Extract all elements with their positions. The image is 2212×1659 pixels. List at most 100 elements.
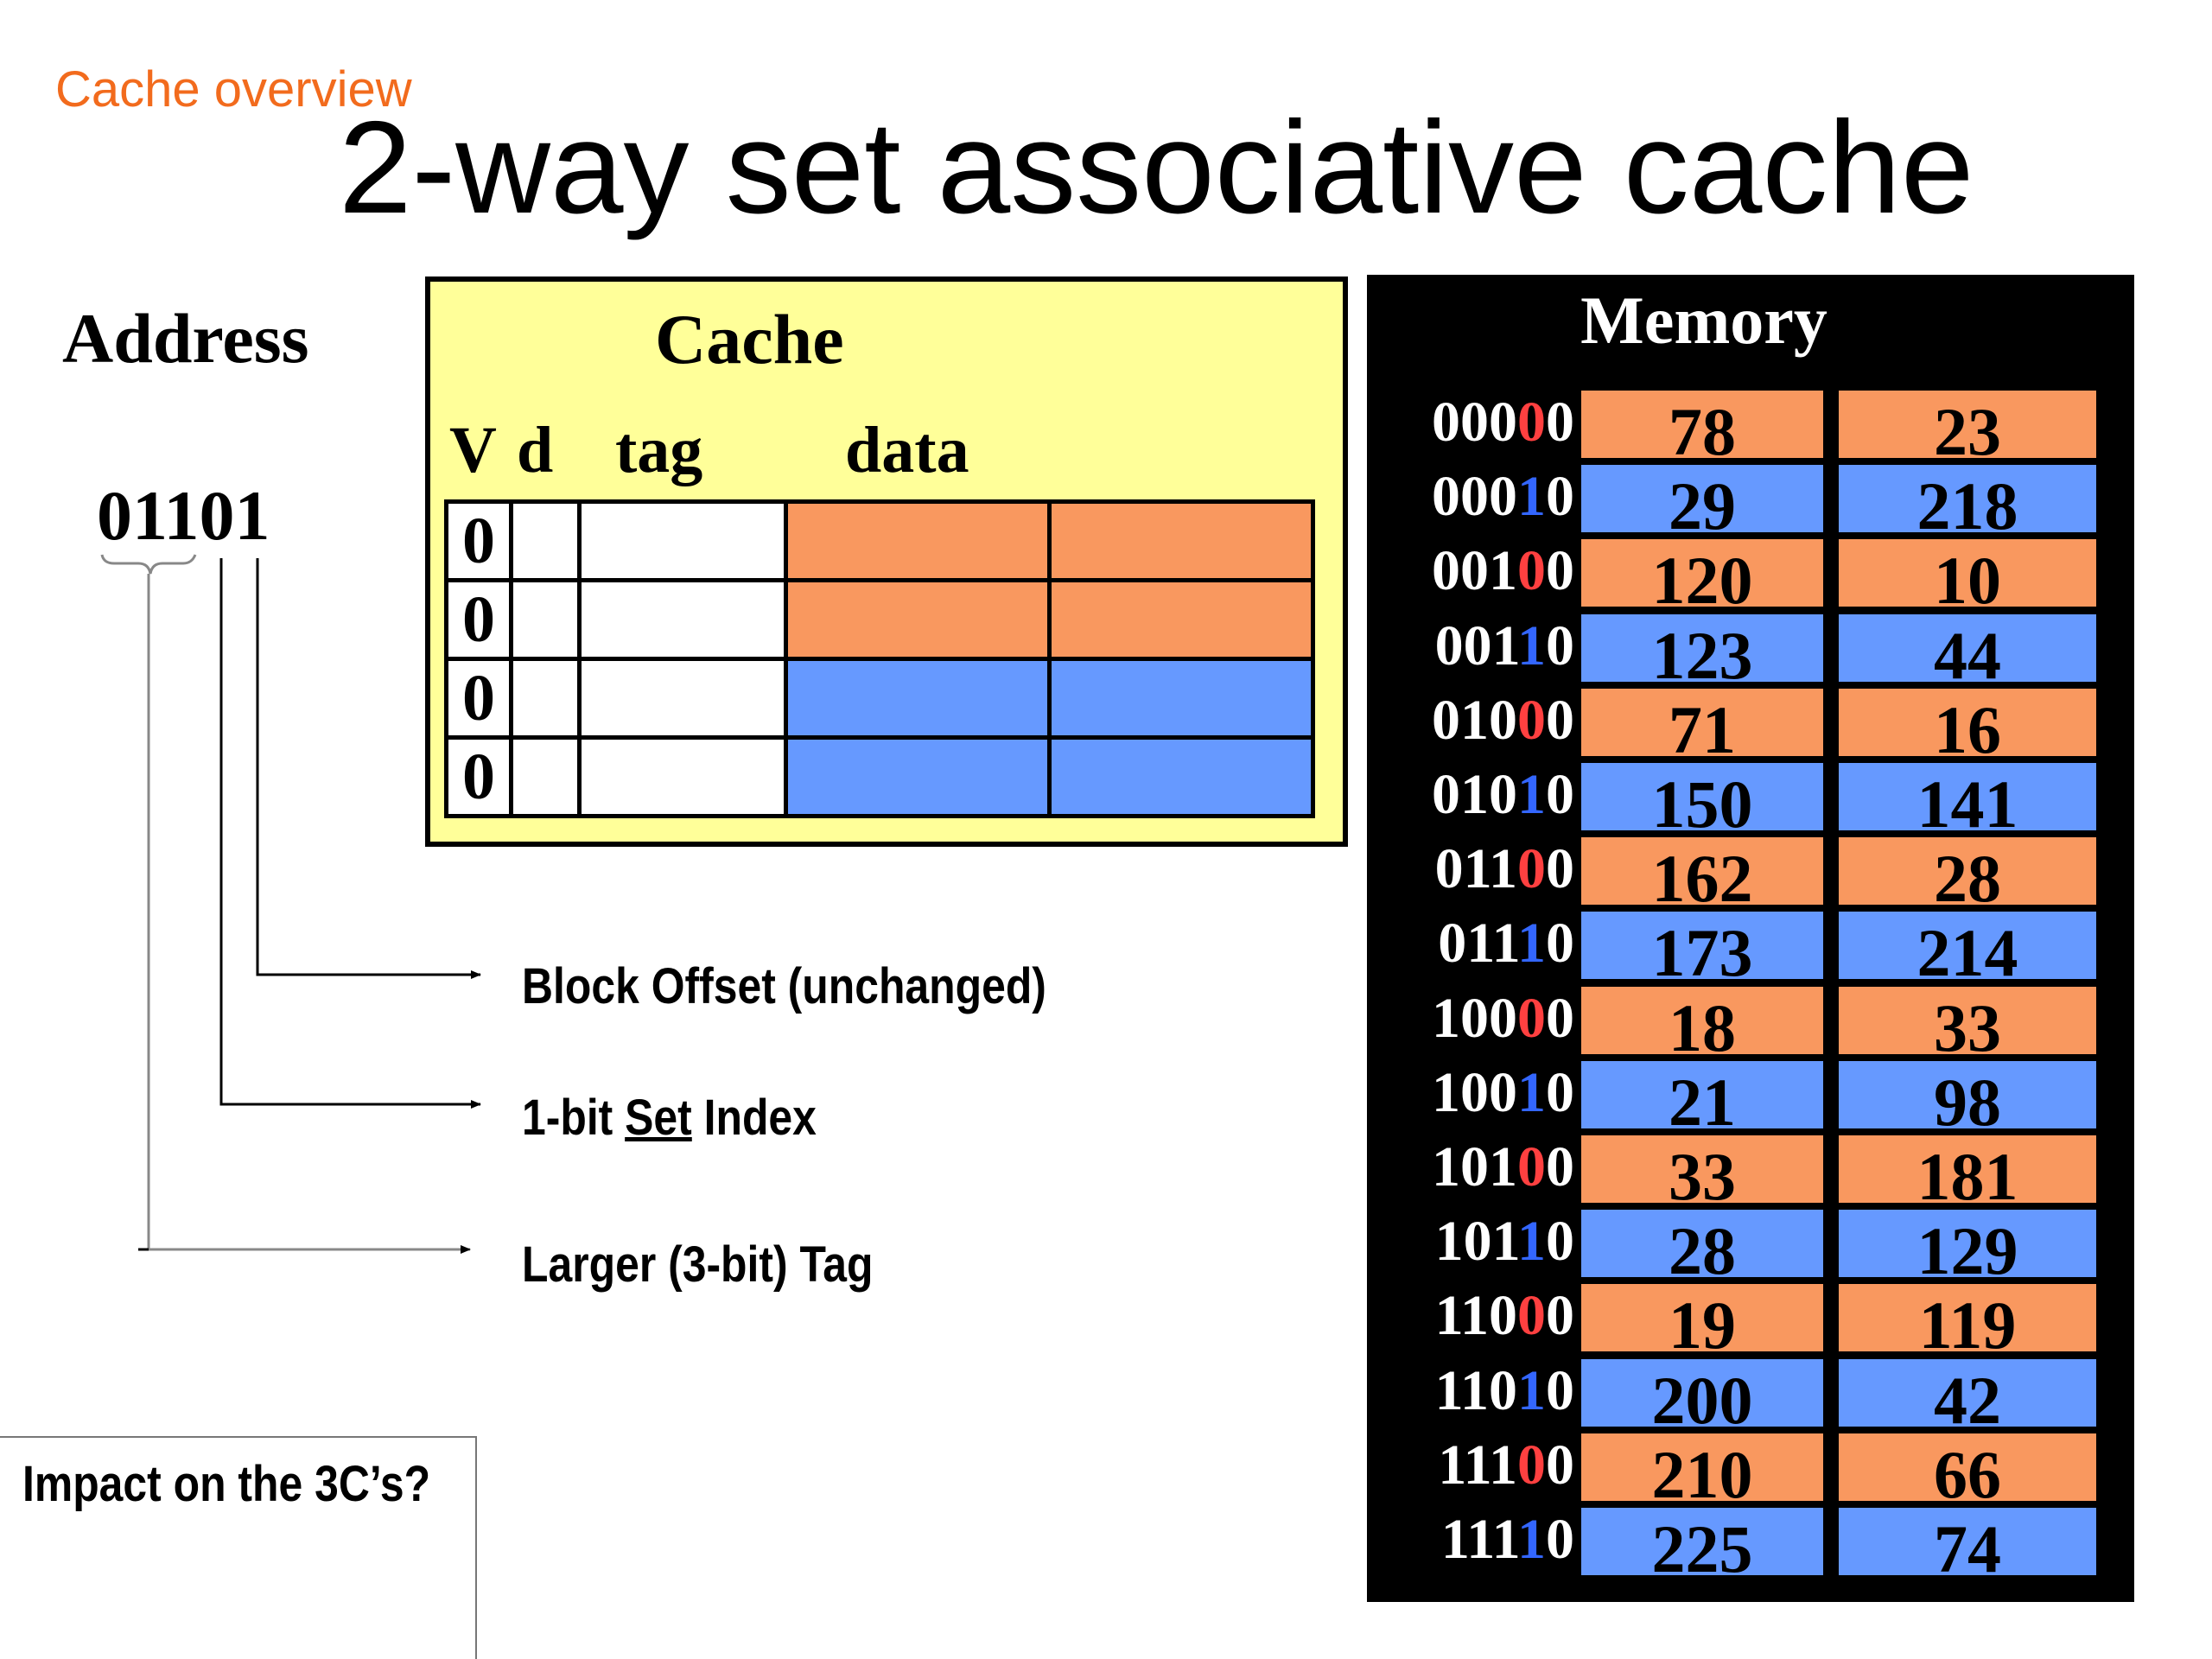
memory-address: 11000 <box>1382 1287 1574 1344</box>
memory-value: 173 <box>1581 912 1823 980</box>
address-offset-bit: 0 <box>1546 539 1574 603</box>
address-tag-bits: 110 <box>1434 1358 1517 1422</box>
address-index-bit: 1 <box>1517 465 1546 529</box>
memory-address: 01110 <box>1382 915 1574 972</box>
tag-arrow <box>147 574 471 1254</box>
address-offset-bit: 0 <box>1546 986 1574 1050</box>
address-offset-bit: 0 <box>1546 613 1574 677</box>
address-offset-bit: 0 <box>1546 688 1574 752</box>
address-tag-bits: 000 <box>1432 391 1517 454</box>
memory-value: 162 <box>1581 837 1823 906</box>
address-offset-bit: 0 <box>1546 1210 1574 1274</box>
address-offset-bit: 0 <box>1546 763 1574 826</box>
address-offset-bit: 0 <box>1546 1508 1574 1571</box>
memory-value: 71 <box>1581 688 1823 756</box>
address-offset-bit: 0 <box>1546 837 1574 901</box>
cache-valid-bit: 0 <box>444 657 513 740</box>
address-tag-bits: 111 <box>1440 1508 1517 1571</box>
memory-address: 01100 <box>1382 841 1574 898</box>
memory-address: 01000 <box>1382 688 1574 752</box>
address-offset-bit: 0 <box>1546 1060 1574 1124</box>
address-tag-bits: 110 <box>1434 1284 1517 1348</box>
question-box <box>0 1436 477 1659</box>
memory-address: 00010 <box>1382 468 1574 525</box>
memory-value: 10 <box>1839 539 2096 607</box>
memory-value: 33 <box>1581 1135 1823 1203</box>
cache-row: 0 <box>444 499 1315 582</box>
memory-address: 10010 <box>1382 1064 1574 1122</box>
memory-value: 150 <box>1581 763 1823 830</box>
address-index-bit: 1 <box>1517 912 1546 976</box>
memory-value: 129 <box>1839 1210 2096 1278</box>
memory-address: 11110 <box>1382 1511 1574 1568</box>
address-value: 01101 <box>97 476 270 555</box>
set-index-suffix: Index <box>691 1090 817 1146</box>
index-arrow <box>219 558 481 1109</box>
cache-tag <box>577 735 788 818</box>
memory-value: 214 <box>1839 912 2096 980</box>
column-header-dirty: d <box>517 414 554 486</box>
address-index-bit: 1 <box>1517 1060 1546 1124</box>
cache-dirty-bit <box>509 499 582 582</box>
section-label: Cache overview <box>55 61 412 118</box>
address-offset-bit: 0 <box>1546 465 1574 529</box>
memory-value: 141 <box>1839 763 2096 830</box>
address-index-bit: 0 <box>1517 1433 1546 1497</box>
address-tag-bits: 011 <box>1438 912 1517 976</box>
address-index-bit: 1 <box>1517 763 1546 826</box>
memory-address: 10100 <box>1382 1139 1574 1196</box>
address-offset-bit: 0 <box>1546 391 1574 454</box>
memory-value: 225 <box>1581 1508 1823 1575</box>
address-index-bit: 1 <box>1517 1508 1546 1571</box>
address-tag-bits: 010 <box>1432 688 1517 752</box>
tag-label: Larger (3-bit) Tag <box>522 1236 874 1293</box>
cache-row: 0 <box>444 735 1315 818</box>
column-header-data: data <box>845 414 969 486</box>
address-index-bit: 0 <box>1517 837 1546 901</box>
address-offset-bit: 0 <box>1546 1358 1574 1422</box>
set-index-prefix: 1-bit <box>522 1090 626 1146</box>
cache-row: 0 <box>444 578 1315 661</box>
address-index-bit: 0 <box>1517 986 1546 1050</box>
cache-dirty-bit <box>509 735 582 818</box>
cache-dirty-bit <box>509 578 582 661</box>
offset-arrow <box>256 558 481 979</box>
address-tag-bits: 100 <box>1432 986 1517 1050</box>
address-offset-bit: 0 <box>1546 1135 1574 1198</box>
memory-value: 200 <box>1581 1358 1823 1427</box>
address-index-bit: 1 <box>1517 1210 1546 1274</box>
memory-value: 78 <box>1581 391 1823 458</box>
memory-address: 10000 <box>1382 986 1574 1050</box>
memory-value: 181 <box>1839 1135 2096 1203</box>
memory-value: 119 <box>1839 1284 2096 1352</box>
cache-dirty-bit <box>509 657 582 740</box>
address-tag-bits: 001 <box>1434 613 1517 677</box>
memory-value: 74 <box>1839 1508 2096 1575</box>
address-tag-bits: 101 <box>1432 1135 1517 1198</box>
address-offset-bit: 0 <box>1546 912 1574 976</box>
memory-address: 10110 <box>1382 1213 1574 1270</box>
memory-address: 01010 <box>1382 766 1574 823</box>
set-index-label: 1-bit Set Index <box>522 1089 817 1147</box>
memory-value: 44 <box>1839 613 2096 682</box>
memory-value: 16 <box>1839 688 2096 756</box>
memory-heading: Memory <box>1580 283 1827 358</box>
slide-title: 2-way set associative cache <box>339 94 1974 241</box>
cache-tag <box>577 578 788 661</box>
address-index-bit: 0 <box>1517 391 1546 454</box>
address-tag-bits: 100 <box>1432 1060 1517 1124</box>
cache-row: 0 <box>444 657 1315 740</box>
cache-data-word-0 <box>784 657 1052 740</box>
cache-heading: Cache <box>655 300 844 378</box>
address-index-bit: 0 <box>1517 1284 1546 1348</box>
memory-address: 11100 <box>1382 1436 1574 1494</box>
memory-value: 98 <box>1839 1060 2096 1128</box>
cache-valid-bit: 0 <box>444 499 513 582</box>
memory-address: 11010 <box>1382 1362 1574 1420</box>
cache-data-word-0 <box>784 735 1052 818</box>
address-offset-bit: 0 <box>1546 1284 1574 1348</box>
cache-data-word-1 <box>1047 735 1315 818</box>
memory-value: 19 <box>1581 1284 1823 1352</box>
memory-value: 123 <box>1581 613 1823 682</box>
